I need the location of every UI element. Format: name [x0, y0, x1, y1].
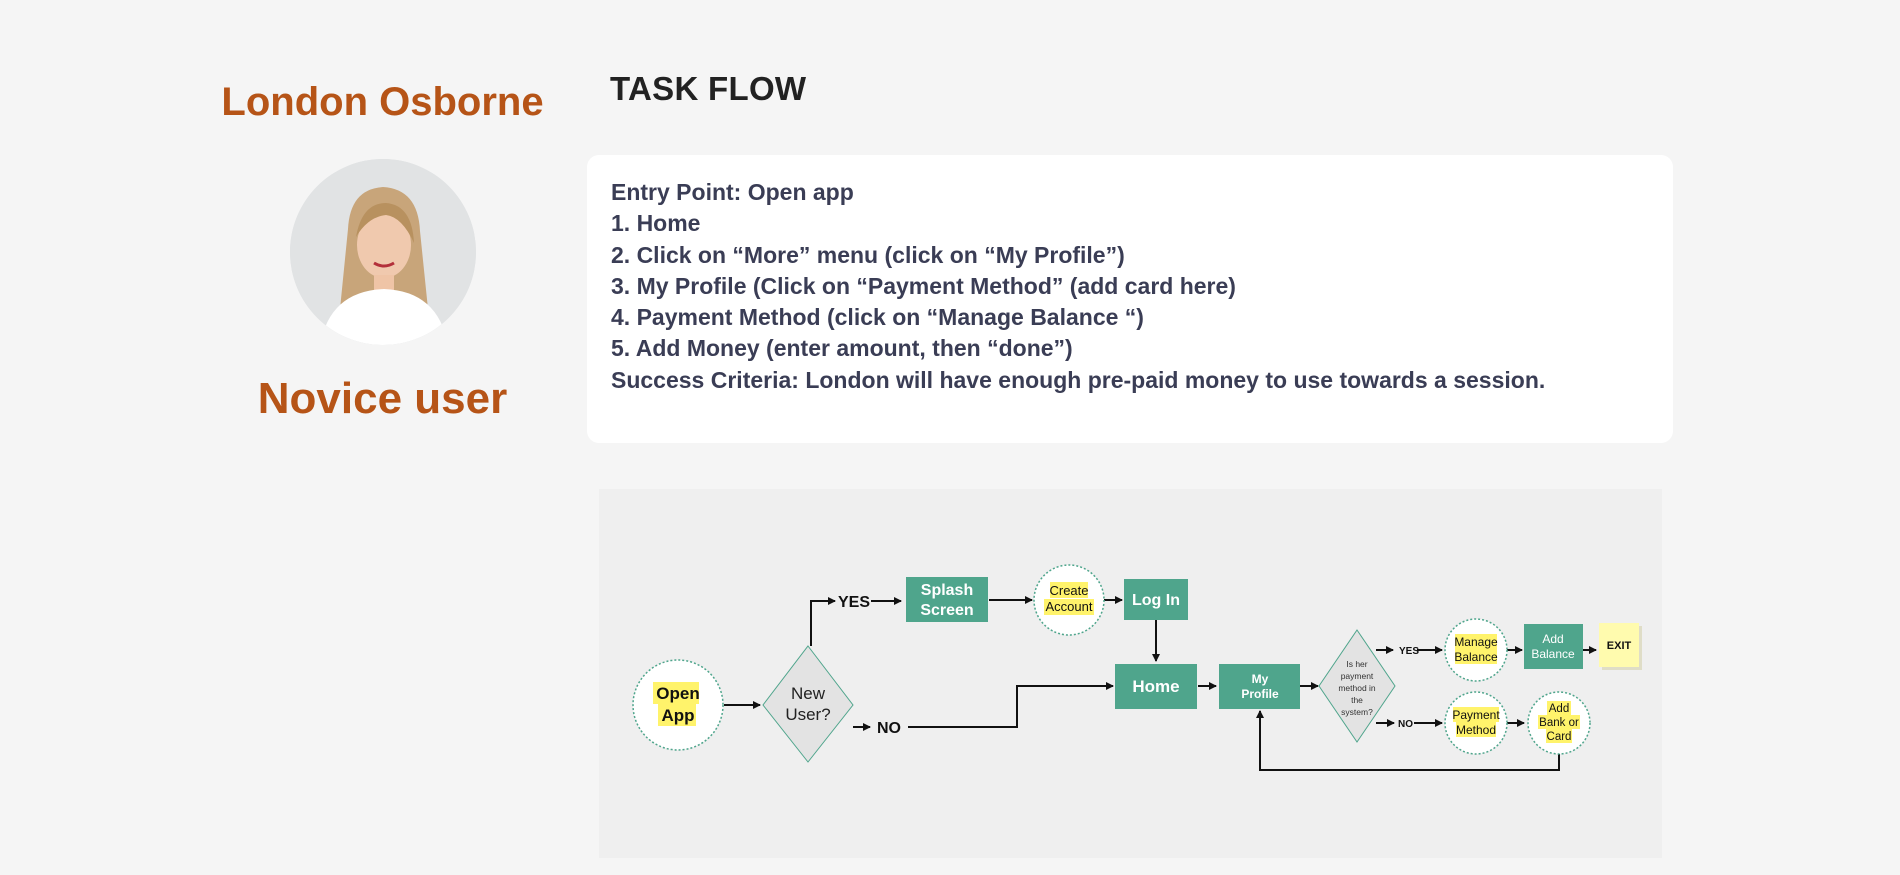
- task-flow-diagram: Open App New User? YES NO Splash Screen …: [599, 489, 1662, 858]
- exit-label: EXIT: [1607, 640, 1632, 652]
- splash-label: Splash: [921, 582, 973, 599]
- my-profile-label: My: [1252, 672, 1269, 686]
- persona-avatar: [290, 159, 476, 345]
- open-app-label: Open: [656, 684, 699, 703]
- payment-check-label: method in: [1338, 683, 1376, 693]
- persona-name: London Osborne: [221, 80, 544, 124]
- log-in-label: Log In: [1132, 592, 1180, 609]
- manage-balance-label: Manage: [1454, 635, 1498, 649]
- add-balance-label: Add: [1542, 632, 1563, 646]
- yes-small-label: YES: [1399, 646, 1419, 657]
- add-balance-label: Balance: [1531, 647, 1575, 661]
- task-steps-card: Entry Point: Open app 1. Home 2. Click o…: [587, 155, 1673, 443]
- step-line: 4. Payment Method (click on “Manage Bala…: [611, 304, 1144, 331]
- persona-role: Novice user: [257, 374, 508, 423]
- node-payment-method: Payment Method: [1444, 691, 1508, 755]
- entry-point-line: Entry Point: Open app: [611, 179, 854, 205]
- payment-method-label: Method: [1456, 723, 1496, 737]
- step-line: 2. Click on “More” menu (click on “My Pr…: [611, 241, 1125, 268]
- section-title: TASK FLOW: [610, 70, 807, 107]
- create-account-label: Create: [1049, 583, 1088, 598]
- step-line: 5. Add Money (enter amount, then “done”): [611, 335, 1073, 362]
- payment-check-label: the: [1351, 695, 1363, 705]
- add-bank-label: Bank or: [1539, 717, 1579, 729]
- success-criteria-line: Success Criteria: London will have enoug…: [611, 366, 1546, 393]
- open-app-label: App: [661, 706, 694, 725]
- arrow-no-to-home: [908, 682, 1114, 728]
- splash-label: Screen: [920, 602, 973, 619]
- create-account-label: Account: [1046, 599, 1093, 614]
- no-small-label: NO: [1398, 719, 1413, 730]
- my-profile-label: Profile: [1241, 687, 1279, 701]
- arrow-decision-to-yes: [810, 597, 836, 646]
- flow-connectors: [724, 596, 1597, 771]
- node-add-bank-or-card: Add Bank or Card: [1527, 691, 1591, 755]
- add-bank-label: Add: [1549, 703, 1569, 715]
- payment-method-label: Payment: [1452, 708, 1500, 722]
- node-create-account: Create Account: [1033, 564, 1105, 636]
- step-line: 3. My Profile (Click on “Payment Method”…: [611, 272, 1236, 299]
- arrow-add-bank-to-profile: [1256, 710, 1560, 771]
- node-add-balance: Add Balance: [1524, 624, 1583, 669]
- new-user-label: New: [791, 684, 826, 703]
- node-exit: EXIT: [1599, 623, 1642, 670]
- home-label: Home: [1132, 677, 1179, 696]
- avatar-portrait-icon: [290, 159, 476, 345]
- new-user-label: User?: [785, 705, 830, 724]
- payment-check-label: Is her: [1346, 659, 1367, 669]
- node-my-profile: My Profile: [1219, 664, 1300, 709]
- node-manage-balance: Manage Balance: [1444, 618, 1508, 682]
- payment-check-label: system?: [1341, 707, 1373, 717]
- node-splash-screen: Splash Screen: [906, 577, 988, 622]
- manage-balance-label: Balance: [1454, 650, 1498, 664]
- flow-diagram-canvas: Open App New User? YES NO Splash Screen …: [632, 564, 1642, 771]
- payment-check-label: payment: [1341, 671, 1374, 681]
- node-log-in: Log In: [1124, 579, 1188, 620]
- node-payment-check-decision: Is her payment method in the system?: [1318, 629, 1396, 743]
- node-home: Home: [1115, 664, 1197, 709]
- node-new-user-decision: New User?: [762, 645, 854, 763]
- step-line: 1. Home: [611, 210, 701, 237]
- no-branch-label: NO: [877, 720, 901, 737]
- yes-branch-label: YES: [838, 594, 870, 611]
- add-bank-label: Card: [1547, 731, 1572, 743]
- node-open-app: Open App: [632, 659, 724, 751]
